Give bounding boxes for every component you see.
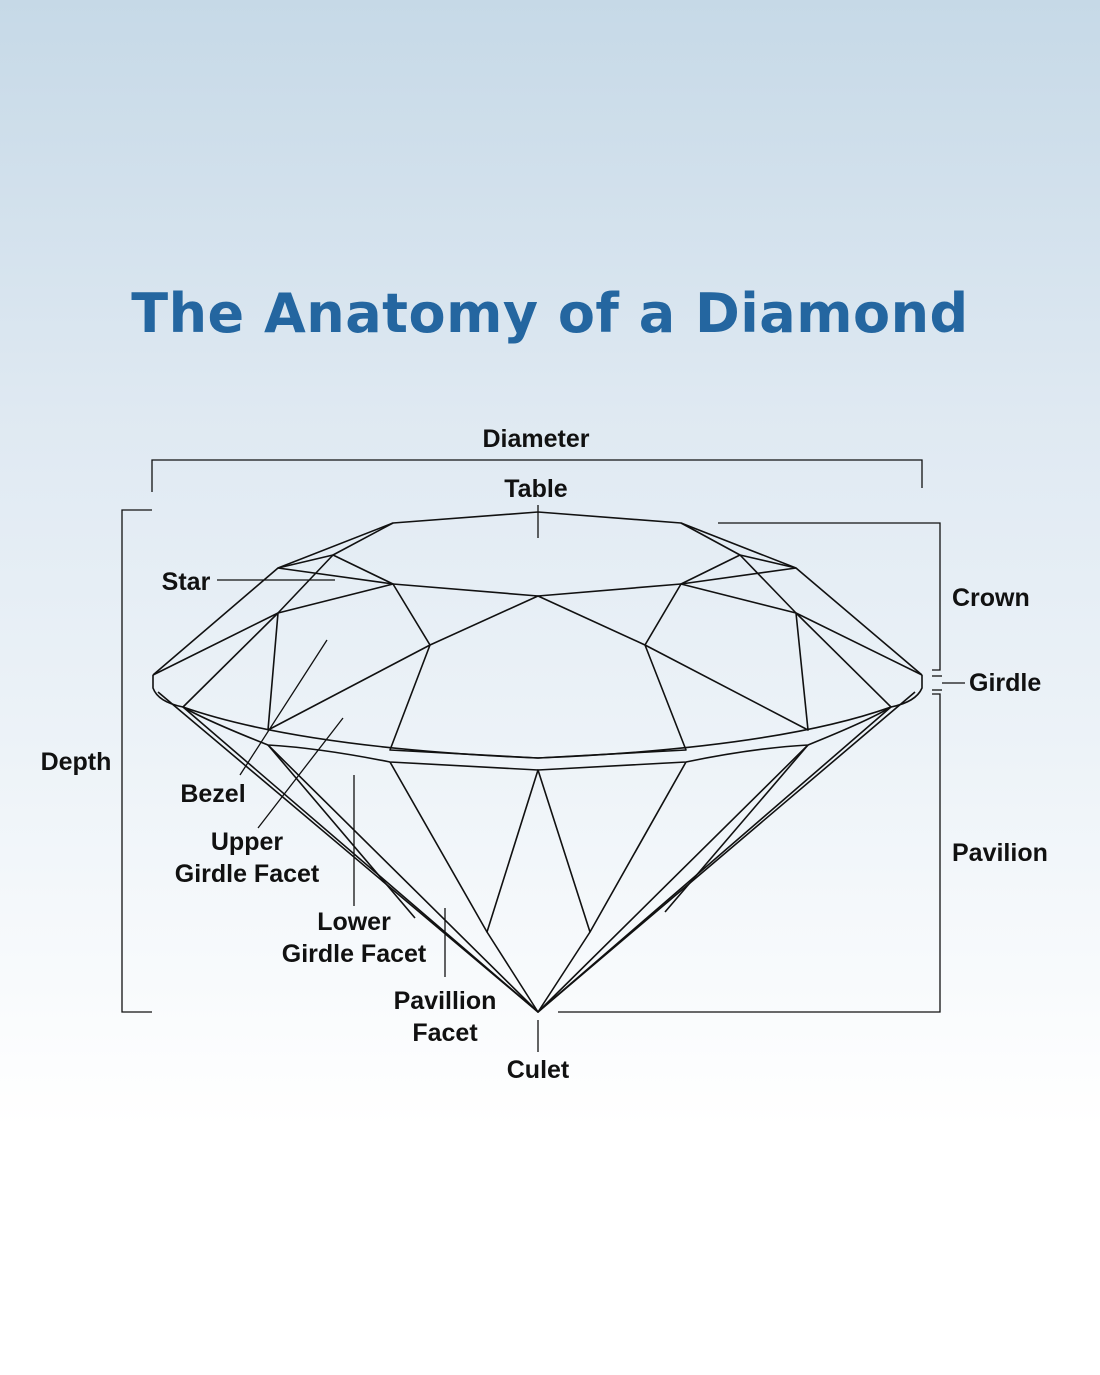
upper-girdle-leader (257, 717, 344, 829)
girdle-label: Girdle (969, 669, 1041, 697)
culet-label: Culet (507, 1056, 570, 1084)
depth-label: Depth (41, 748, 112, 776)
diameter-bracket (151, 459, 923, 492)
table-label: Table (504, 475, 568, 503)
crown-bracket (718, 522, 941, 671)
pavillion-facet-label-line2: Facet (412, 1019, 478, 1047)
star-label: Star (162, 568, 211, 596)
crown-label: Crown (952, 584, 1030, 612)
pavilion-bracket (558, 693, 941, 1013)
upper-girdle-facet-label-line2: Girdle Facet (175, 860, 320, 888)
diameter-label: Diameter (483, 425, 590, 453)
pavilion-facets (182, 706, 892, 1013)
lower-girdle-facet-label-line1: Lower (317, 908, 391, 936)
upper-girdle-facet-label-line1: Upper (211, 828, 284, 856)
diamond-outline (152, 511, 923, 1013)
girdle-marker (932, 675, 965, 691)
lower-girdle-facet-label-line2: Girdle Facet (282, 940, 427, 968)
pavillion-facet-label-line1: Pavillion (394, 987, 497, 1015)
bezel-leader (239, 639, 328, 776)
bezel-label: Bezel (180, 780, 245, 808)
page-title: The Anatomy of a Diamond (131, 282, 969, 345)
pavilion-label: Pavilion (952, 839, 1048, 867)
crown-facets (152, 522, 923, 759)
depth-bracket (121, 509, 152, 1013)
